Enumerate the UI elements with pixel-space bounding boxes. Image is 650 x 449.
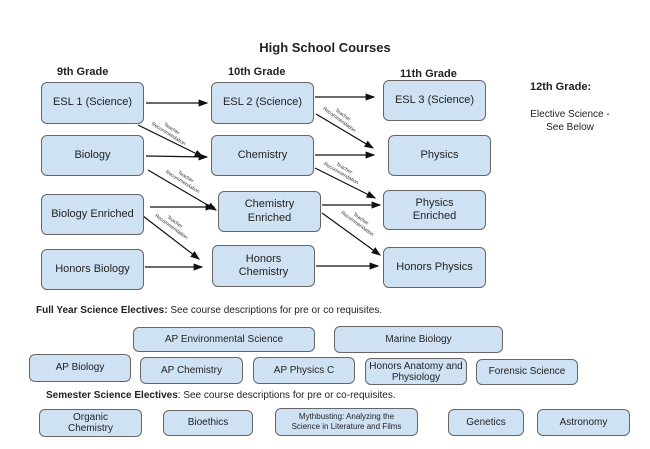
elective-ap-physics-c: AP Physics C: [253, 357, 355, 384]
elective-ap-chemistry: AP Chemistry: [140, 357, 243, 384]
course-esl2: ESL 2 (Science): [211, 82, 314, 124]
elective-apes: AP Environmental Science: [133, 327, 315, 352]
elective-forensic-science: Forensic Science: [476, 359, 578, 385]
grade-12-header: 12th Grade:: [530, 81, 592, 93]
elective-bioethics: Bioethics: [163, 410, 253, 436]
arrow: [137, 124, 205, 158]
arrow: [315, 113, 375, 149]
grade-12-note: Elective Science - See Below: [520, 108, 620, 134]
arrow: [314, 167, 377, 199]
course-honors-biology: Honors Biology: [41, 249, 144, 290]
course-biology-enriched: Biology Enriched: [41, 194, 144, 235]
grade-10-header: 10th Grade: [228, 66, 286, 78]
course-esl3: ESL 3 (Science): [383, 80, 486, 121]
full-year-heading: Full Year Science Electives: See course …: [36, 305, 382, 316]
arrow: [142, 215, 200, 260]
diagram-title: High School Courses: [259, 40, 391, 55]
elective-astronomy: Astronomy: [537, 409, 630, 436]
elective-marine-biology: Marine Biology: [334, 326, 503, 353]
elective-ap-biology: AP Biology: [29, 354, 131, 382]
grade-11-header: 11th Grade: [400, 68, 457, 80]
line: Physics: [415, 196, 454, 209]
arrow: [321, 212, 381, 256]
course-esl1: ESL 1 (Science): [41, 82, 144, 124]
course-honors-physics: Honors Physics: [383, 247, 486, 288]
line: Enriched: [247, 211, 292, 224]
elective-genetics: Genetics: [448, 409, 524, 436]
arrow: [145, 153, 209, 161]
line: Honors: [245, 252, 282, 265]
semester-heading: Semester Science Electives: See course d…: [46, 390, 396, 401]
heading-note: : See course descriptions for pre or co-…: [177, 390, 396, 401]
elective-organic-chemistry: Organic Chemistry: [39, 409, 142, 437]
grade-9-header: 9th Grade: [57, 66, 109, 78]
note-line: Elective Science -: [530, 109, 610, 120]
course-biology: Biology: [41, 135, 144, 176]
note-line: See Below: [546, 122, 594, 133]
line: Chemistry: [238, 266, 289, 278]
heading-note: See course descriptions for pre or co re…: [167, 305, 383, 316]
line: Enriched: [412, 210, 457, 222]
course-chemistry: Chemistry: [211, 135, 314, 176]
heading-bold: Full Year Science Electives:: [36, 305, 168, 316]
heading-bold: Semester Science Electives: [46, 390, 178, 401]
course-physics: Physics: [388, 135, 491, 176]
line: Chemistry: [244, 198, 295, 211]
arrow: [147, 169, 218, 211]
elective-mythbusting: Mythbusting: Analyzing the Science in Li…: [275, 408, 418, 436]
elective-honors-anatomy: Honors Anatomy and Physiology: [365, 358, 467, 385]
